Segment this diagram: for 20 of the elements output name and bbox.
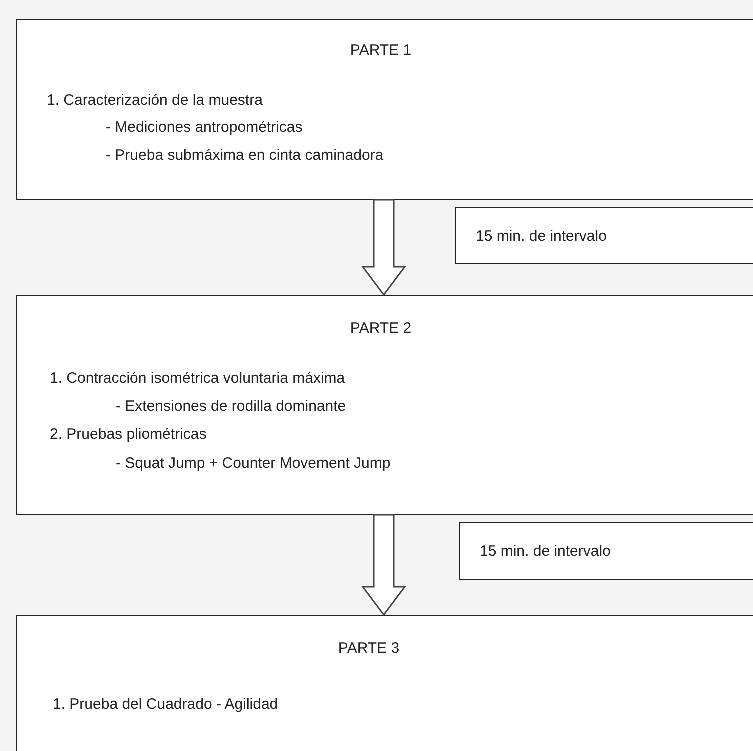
step-text: 1. Contracción isométrica voluntaria máxima: [50, 369, 346, 389]
interval-text: 15 min. de intervalo: [480, 542, 611, 562]
step-text: 1. Caracterización de la muestra: [47, 91, 263, 111]
step-text: 2. Pruebas pliométricas: [50, 425, 207, 445]
stage-title: PARTE 1: [349, 41, 413, 61]
stage-title: PARTE 3: [337, 639, 401, 659]
stage-box: [16, 615, 753, 751]
step-text: 1. Prueba del Cuadrado - Agilidad: [53, 695, 278, 715]
block-arrow: [362, 514, 406, 616]
stage-box: [16, 19, 753, 200]
stage-title: PARTE 2: [349, 319, 413, 339]
block-arrow: [362, 199, 406, 296]
stage-box: [16, 295, 753, 515]
interval-text: 15 min. de intervalo: [476, 227, 607, 247]
step-text: - Extensiones de rodilla dominante: [116, 397, 346, 417]
step-text: - Prueba submáxima en cinta caminadora: [106, 146, 384, 166]
step-text: - Squat Jump + Counter Movement Jump: [116, 454, 391, 474]
interval-box: [459, 522, 753, 580]
step-text: - Mediciones antropométricas: [106, 118, 303, 138]
interval-box: [455, 207, 753, 264]
